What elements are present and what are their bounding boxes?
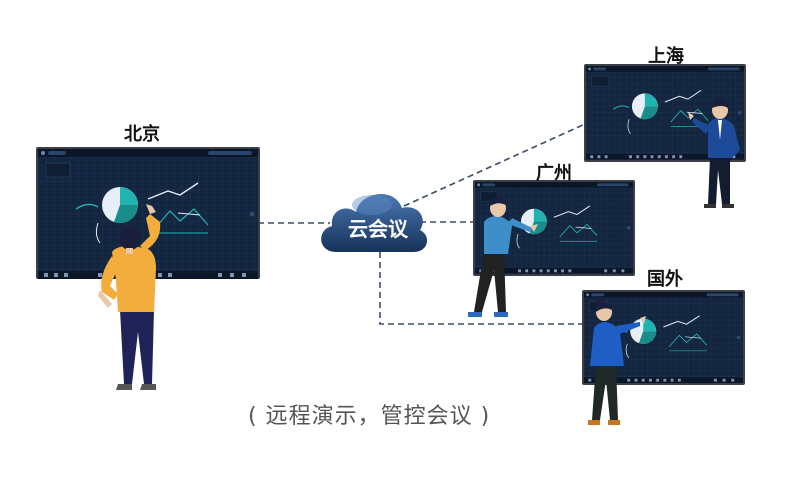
person-shanghai-illustration [688,98,740,208]
person-abroad-illustration [588,298,646,425]
cloud-label: 云会议 [348,217,408,241]
connection-lines [258,123,586,325]
diagram-caption: ( 远程演示，管控会议 ) [248,404,491,429]
board-guangzhou [473,180,635,276]
board-beijing [36,147,260,280]
person-guangzhou-illustration [468,196,538,317]
link-cloud-shanghai [403,123,586,207]
label-shanghai: 上海 [648,46,684,67]
link-cloud-abroad [379,252,583,325]
board-shanghai [584,64,746,162]
label-abroad: 国外 [647,269,683,290]
label-beijing: 北京 [124,124,160,145]
label-guangzhou: 广州 [536,163,572,184]
person-beijing-illustration [98,204,161,390]
cloud-icon [321,194,428,252]
